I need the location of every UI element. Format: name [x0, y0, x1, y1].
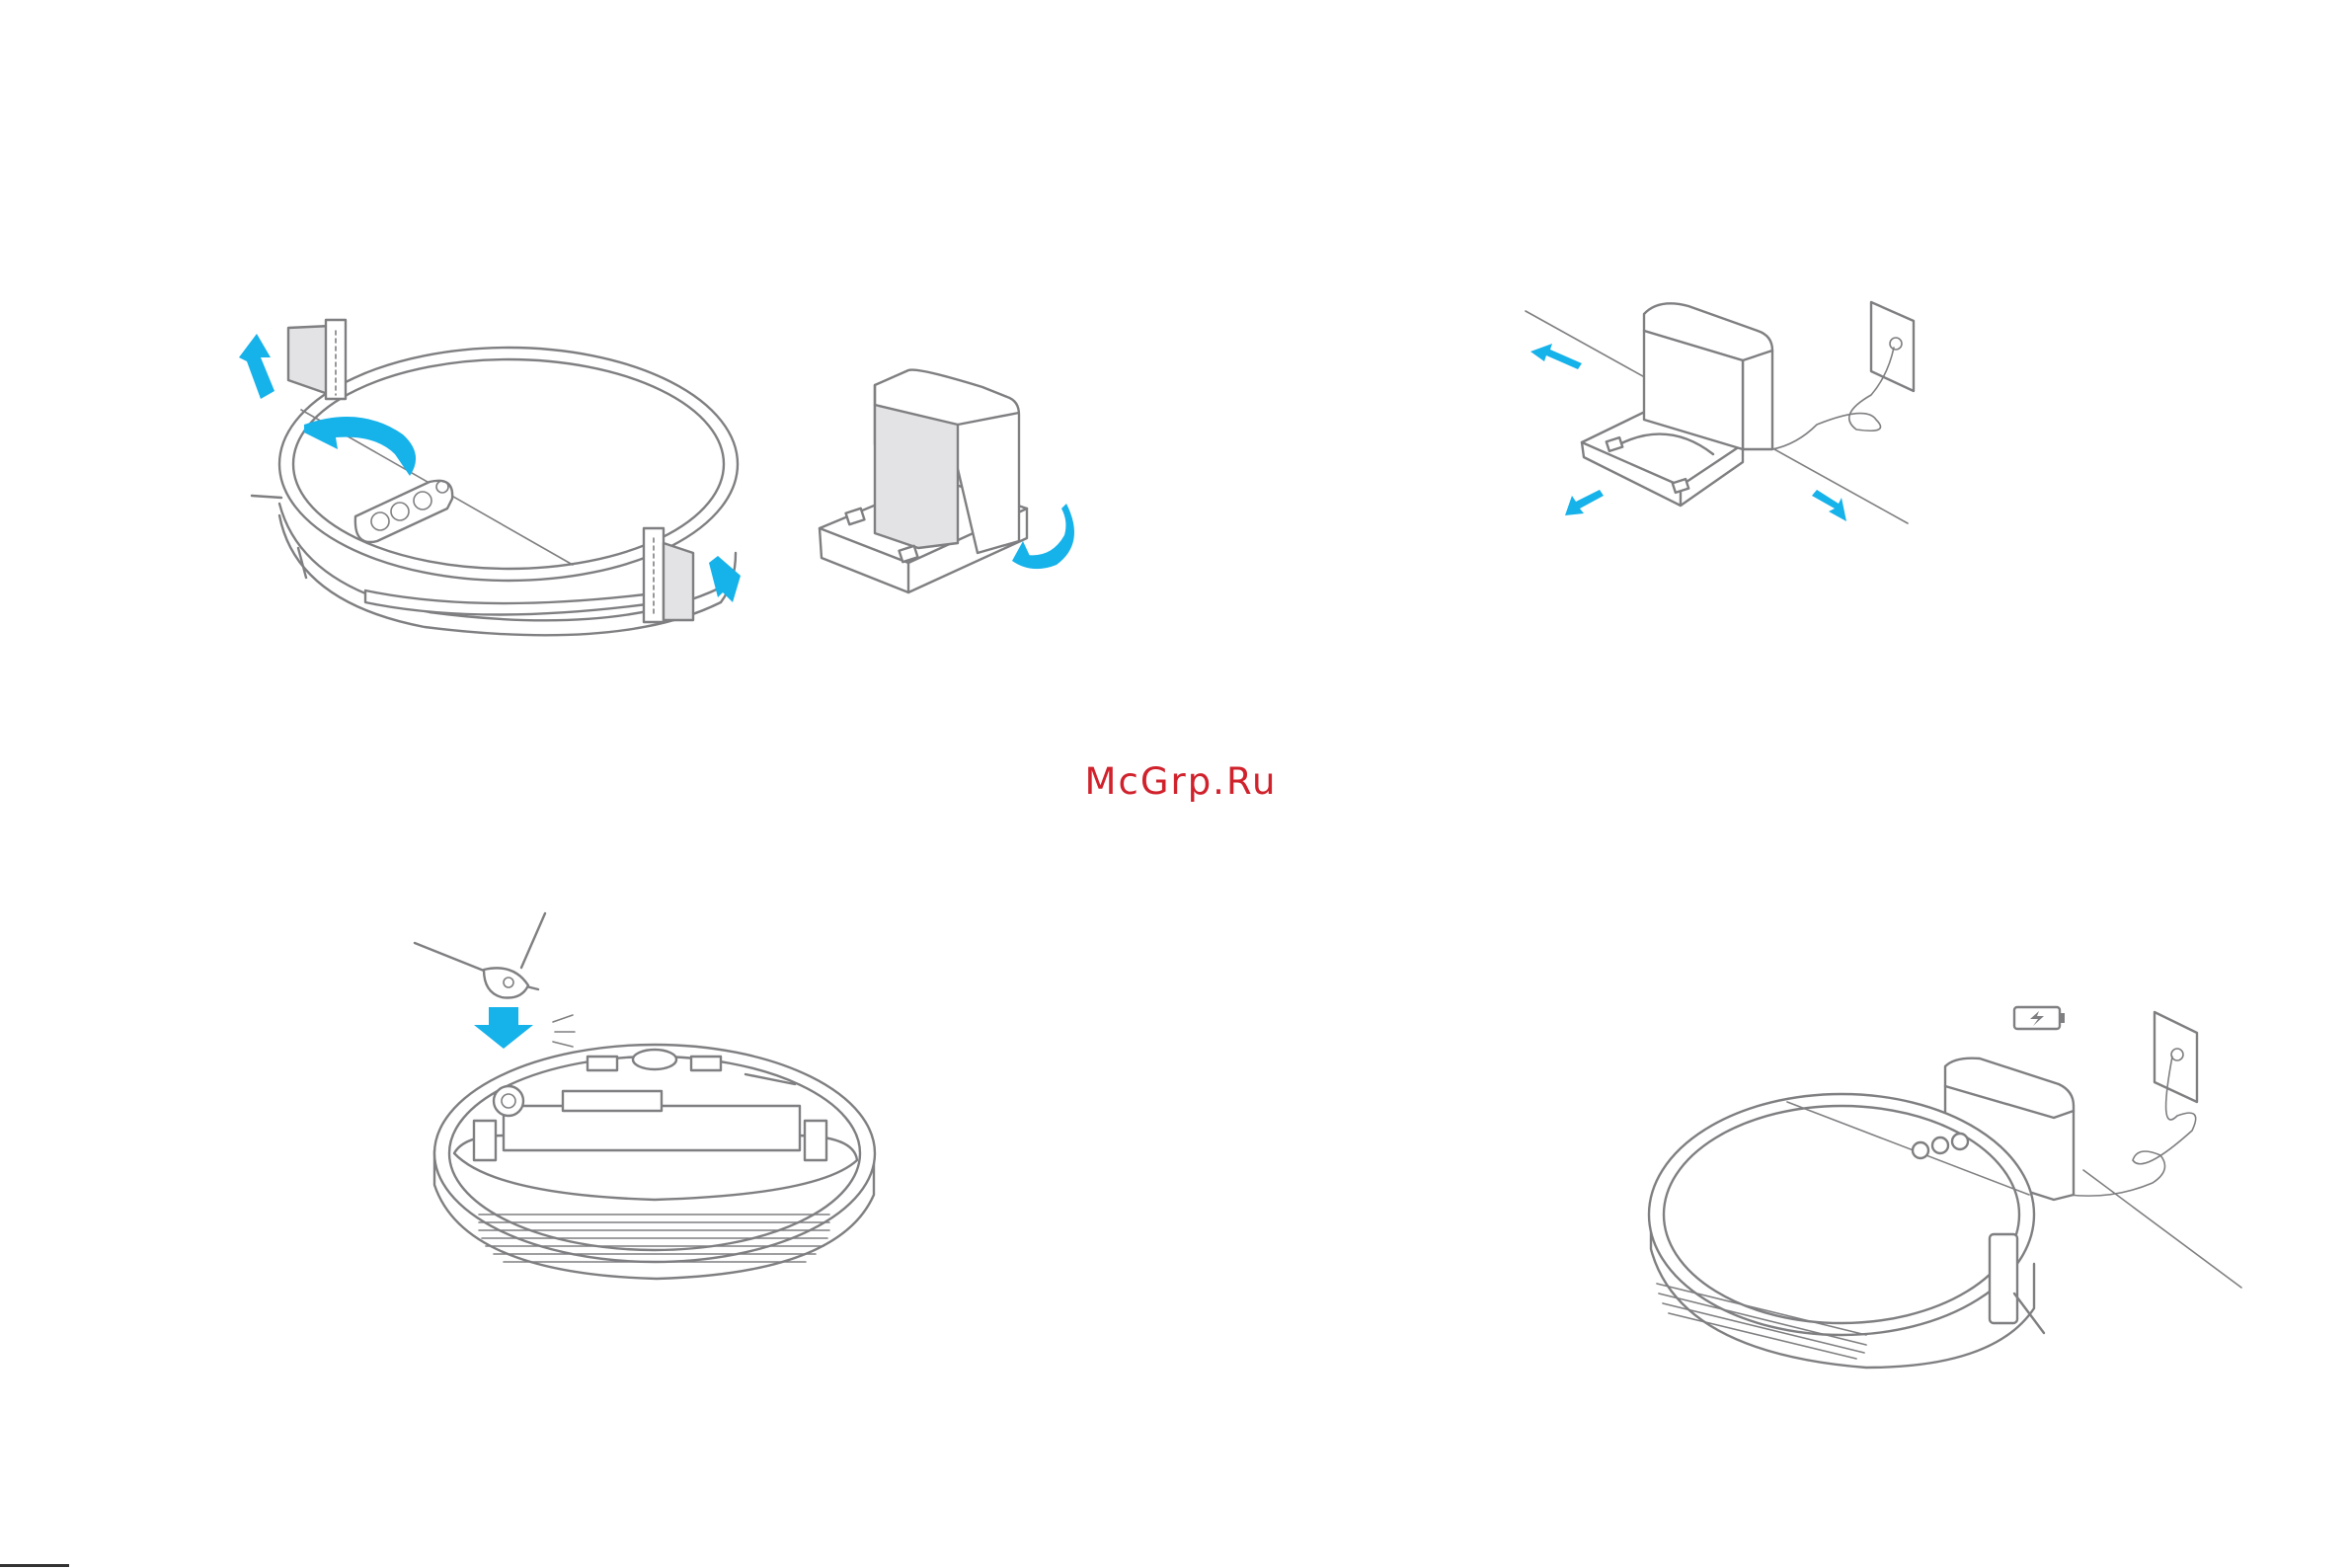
protective-strip-icon	[288, 320, 346, 399]
clearance-arrow-icon	[1812, 490, 1846, 521]
side-brush-icon	[415, 913, 545, 998]
figure-install-side-brush	[405, 899, 899, 1313]
dock-icon	[1582, 303, 1772, 506]
click-marks	[553, 1015, 575, 1047]
wall-outlet-icon	[1871, 302, 1914, 391]
down-arrow-icon	[474, 1007, 533, 1049]
robot-vacuum-bottom-icon	[434, 1045, 875, 1279]
robot-vacuum-top-icon	[1649, 1094, 2044, 1368]
watermark-text: McGrp.Ru	[1082, 760, 1280, 803]
clearance-arrow-icon	[1530, 344, 1582, 369]
battery-charging-icon	[2014, 1007, 2065, 1029]
figure-remove-protective-strips	[227, 306, 1096, 662]
pull-arrow-icon	[239, 334, 274, 399]
clearance-arrow-icon	[1565, 490, 1604, 515]
footer-rule	[0, 1564, 69, 1567]
wall-outlet-icon	[2155, 1012, 2197, 1102]
figure-robot-charging-on-dock	[1639, 997, 2251, 1392]
figure-place-dock-clearance	[1521, 296, 1955, 553]
dock-icon	[820, 370, 1027, 592]
rotate-arrow-icon	[1012, 504, 1074, 569]
wall-line	[2083, 1170, 2241, 1288]
